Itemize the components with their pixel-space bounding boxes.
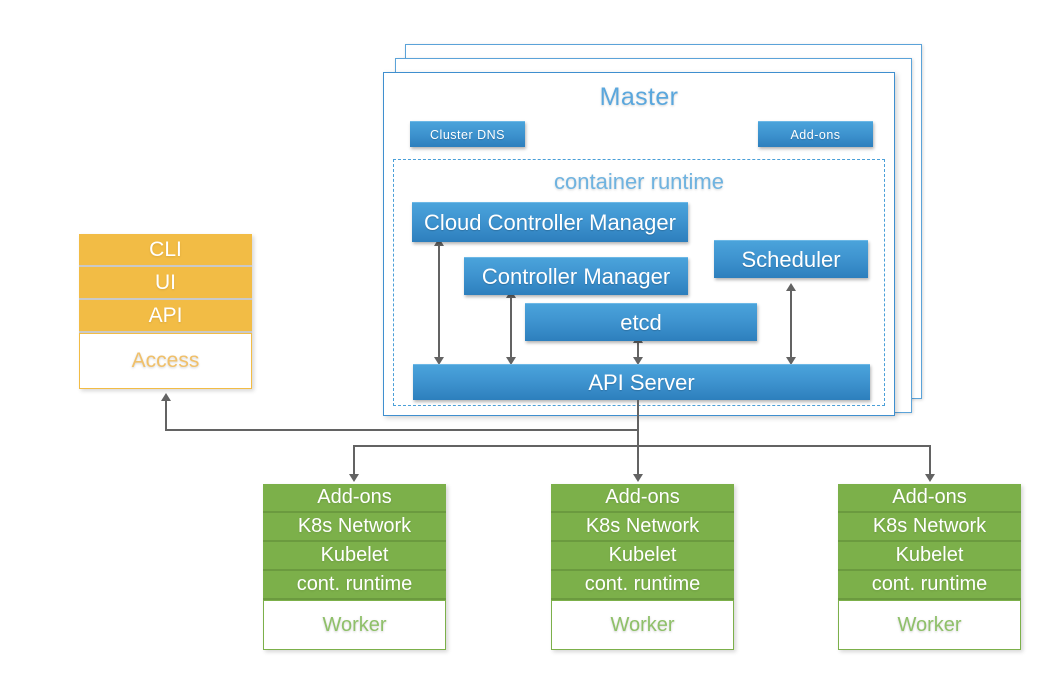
worker-node-3: Add-ons K8s Network Kubelet cont. runtim… <box>838 484 1021 650</box>
worker2-band-network[interactable]: K8s Network <box>551 513 734 542</box>
arrow-to-worker1 <box>349 474 359 482</box>
worker-node-2: Add-ons K8s Network Kubelet cont. runtim… <box>551 484 734 650</box>
worker2-band-addons-label: Add-ons <box>605 486 680 508</box>
worker3-band-addons-label: Add-ons <box>892 486 967 508</box>
access-band-ui[interactable]: UI <box>79 267 252 300</box>
worker2-band-network-label: K8s Network <box>585 515 700 537</box>
access-band-api-label: API <box>148 303 183 327</box>
arrow-etcd-down <box>633 357 643 365</box>
worker1-band-kubelet-label: Kubelet <box>320 544 389 566</box>
master-add-ons-chip[interactable]: Add-ons <box>758 121 873 147</box>
worker3-band-runtime-label: cont. runtime <box>871 573 988 595</box>
container-runtime-region: container runtime <box>393 159 885 406</box>
arrow-ccm-up <box>434 238 444 246</box>
worker1-band-addons[interactable]: Add-ons <box>263 484 446 513</box>
access-band-cli[interactable]: CLI <box>79 234 252 267</box>
worker1-band-network[interactable]: K8s Network <box>263 513 446 542</box>
arrow-to-worker3 <box>925 474 935 482</box>
controller-manager-chip[interactable]: Controller Manager <box>464 257 688 295</box>
worker3-band-kubelet[interactable]: Kubelet <box>838 542 1021 571</box>
etcd-chip[interactable]: etcd <box>525 303 757 341</box>
worker2-band-runtime[interactable]: cont. runtime <box>551 571 734 600</box>
connector-worker3-drop <box>929 445 931 477</box>
access-band-api[interactable]: API <box>79 300 252 333</box>
worker2-band-addons[interactable]: Add-ons <box>551 484 734 513</box>
worker2-band-kubelet[interactable]: Kubelet <box>551 542 734 571</box>
worker1-band-network-label: K8s Network <box>297 515 412 537</box>
worker-node-1: Add-ons K8s Network Kubelet cont. runtim… <box>263 484 446 650</box>
arrow-scheduler-up <box>786 283 796 291</box>
cloud-controller-manager-label: Cloud Controller Manager <box>424 209 676 235</box>
worker3-footer: Worker <box>838 600 1021 650</box>
arrow-cm-down <box>506 357 516 365</box>
connector-worker-bus <box>353 445 931 447</box>
worker1-band-runtime[interactable]: cont. runtime <box>263 571 446 600</box>
worker1-band-addons-label: Add-ons <box>317 486 392 508</box>
arrow-to-access <box>161 393 171 401</box>
worker1-footer-label: Worker <box>322 613 387 636</box>
controller-manager-label: Controller Manager <box>481 263 671 289</box>
etcd-label: etcd <box>620 309 662 335</box>
worker2-footer-label: Worker <box>610 613 675 636</box>
worker2-band-kubelet-label: Kubelet <box>608 544 677 566</box>
arrow-scheduler-down <box>786 357 796 365</box>
worker3-band-network-label: K8s Network <box>872 515 987 537</box>
connector-worker1-drop <box>353 445 355 477</box>
access-band-cli-label: CLI <box>149 237 182 261</box>
master-add-ons-label: Add-ons <box>790 127 841 142</box>
connector-access-riser <box>165 398 167 430</box>
worker3-band-runtime[interactable]: cont. runtime <box>838 571 1021 600</box>
cloud-controller-manager-chip[interactable]: Cloud Controller Manager <box>412 202 688 242</box>
worker1-band-kubelet[interactable]: Kubelet <box>263 542 446 571</box>
worker3-band-kubelet-label: Kubelet <box>895 544 964 566</box>
scheduler-chip[interactable]: Scheduler <box>714 240 868 278</box>
api-server-chip[interactable]: API Server <box>413 364 870 400</box>
connector-bus-to-access <box>165 429 639 431</box>
worker1-footer: Worker <box>263 600 446 650</box>
worker2-band-runtime-label: cont. runtime <box>584 573 701 595</box>
master-title: Master <box>599 83 679 111</box>
cluster-dns-chip[interactable]: Cluster DNS <box>410 121 525 147</box>
access-card: CLI UI API Access <box>79 234 252 389</box>
connector-scheduler-apiserver <box>790 288 792 363</box>
worker3-footer-label: Worker <box>897 613 962 636</box>
access-footer-label: Access <box>131 349 200 372</box>
container-runtime-title: container runtime <box>554 169 724 194</box>
worker3-band-network[interactable]: K8s Network <box>838 513 1021 542</box>
worker3-band-addons[interactable]: Add-ons <box>838 484 1021 513</box>
scheduler-label: Scheduler <box>741 246 841 272</box>
arrow-apiserver-to-worker2 <box>633 474 643 482</box>
worker2-footer: Worker <box>551 600 734 650</box>
worker1-band-runtime-label: cont. runtime <box>296 573 413 595</box>
connector-apiserver-trunk <box>637 400 639 477</box>
access-band-ui-label: UI <box>155 270 176 294</box>
cluster-dns-label: Cluster DNS <box>430 127 505 142</box>
connector-etcd-apiserver <box>637 340 639 363</box>
arrow-ccm-down <box>434 357 444 365</box>
connector-cm-apiserver <box>510 295 512 363</box>
connector-ccm-apiserver <box>438 243 440 363</box>
api-server-label: API Server <box>588 369 695 395</box>
access-footer: Access <box>79 333 252 389</box>
